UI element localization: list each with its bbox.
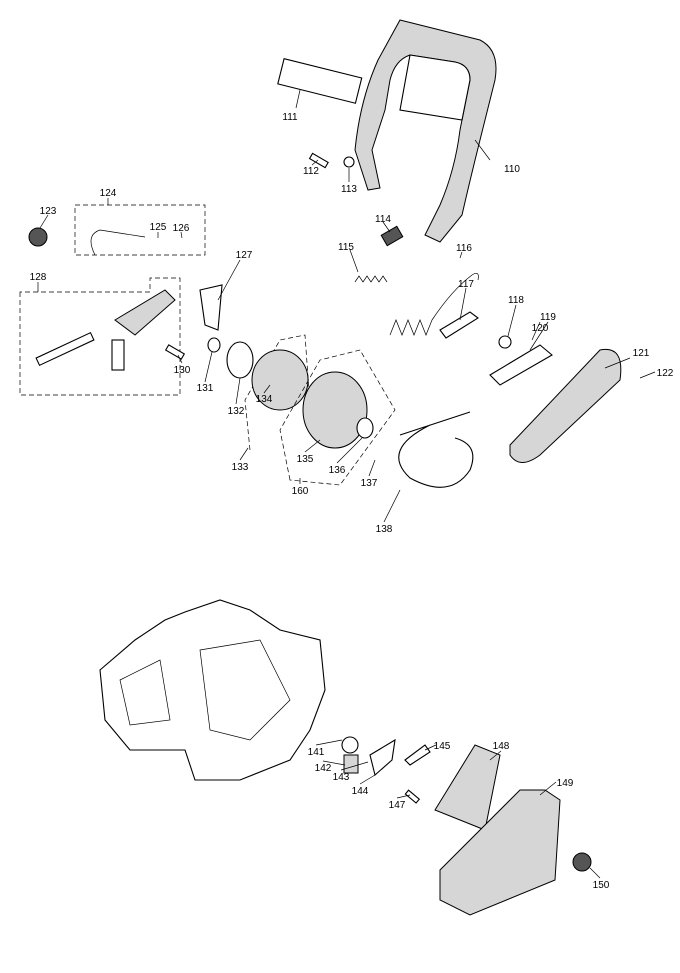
label-125: 125 [150,222,167,233]
label-120: 120 [532,323,549,334]
adjust-screw-part [35,331,95,367]
brake-band-part [398,411,474,488]
crankcase-part [99,599,326,781]
chain-brake-cover-part [509,348,622,463]
label-130: 130 [174,365,191,376]
label-112: 112 [303,166,319,177]
label-149: 149 [557,778,574,789]
spring-part [354,275,388,283]
washer-132-part [226,341,254,379]
label-114: 114 [375,214,391,225]
brake-spring-part [389,273,479,336]
label-135: 135 [297,454,314,465]
label-116: 116 [456,243,472,254]
label-141: 141 [308,747,325,758]
dashed-box-160 [279,349,396,486]
oil-pump-lower-part [369,738,396,777]
buffer-part [380,225,404,247]
washer-136-part [356,417,374,439]
label-121: 121 [633,348,650,359]
pin-part [404,744,431,766]
label-132: 132 [228,406,245,417]
worm-gear-part [343,754,359,774]
label-145: 145 [434,741,451,752]
label-sticker-part [277,58,363,104]
label-133: 133 [232,462,249,473]
label-138: 138 [376,524,393,535]
screw-147-part [404,789,421,804]
cap-part [28,227,48,247]
screw-part [164,344,186,360]
label-147: 147 [389,800,406,811]
label-136: 136 [329,465,346,476]
dashed-box-133 [244,334,311,451]
leader-lines [37,89,656,879]
plate-part [489,344,553,386]
shaft-part [341,736,359,754]
label-119: 119 [540,312,556,323]
label-127: 127 [236,250,253,261]
label-150: 150 [593,880,610,891]
label-148: 148 [493,741,510,752]
clutch-drum-part [302,371,368,449]
label-126: 126 [173,223,190,234]
label-124: 124 [100,188,117,199]
label-131: 131 [197,383,214,394]
oil-hose-part [90,229,146,256]
label-144: 144 [352,786,369,797]
brake-lever-part [439,311,479,339]
dashed-box-124 [74,204,206,256]
label-160: 160 [292,486,309,497]
oil-pump-part [114,289,176,336]
washer-part [498,335,512,349]
nut-part [572,852,592,872]
hand-guard-part [354,19,497,243]
part-labels: 110 111 112 113 114 115 116 117 118 119 … [30,112,674,891]
label-122: 122 [657,368,674,379]
label-118: 118 [508,295,524,306]
sprocket-cover-part [439,789,561,916]
worm-part [111,339,125,371]
label-111: 111 [282,112,298,123]
dashed-box-128 [19,277,181,396]
label-134: 134 [256,394,273,405]
label-115: 115 [338,242,354,253]
label-117: 117 [458,279,474,290]
guide-part [199,284,223,331]
washer-131-part [207,337,221,353]
bolt-part [308,152,355,169]
clutch-part [251,349,309,411]
label-128: 128 [30,272,47,283]
label-123: 123 [40,206,57,217]
label-113: 113 [341,184,357,195]
label-137: 137 [361,478,378,489]
label-143: 143 [333,772,350,783]
side-plate-part [434,744,501,831]
label-110: 110 [504,164,520,175]
label-142: 142 [315,763,332,774]
crankcase-detail [119,639,291,741]
